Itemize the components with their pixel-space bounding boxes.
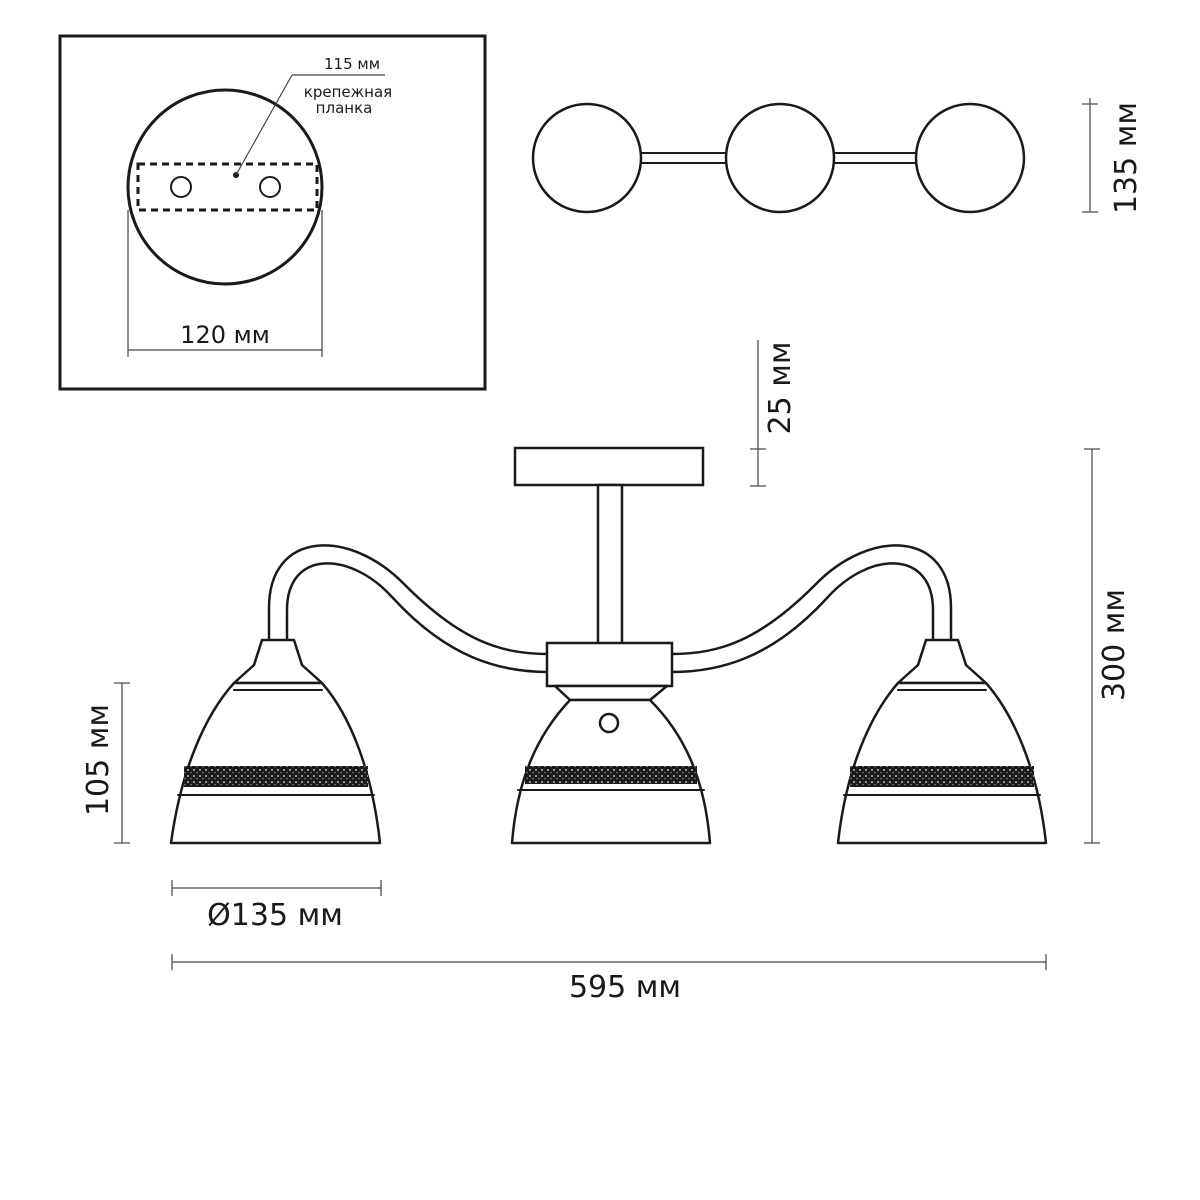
canopy-circle (126, 88, 324, 286)
shade-right-glass (836, 681, 1048, 845)
top-view: 135 мм (531, 98, 1144, 214)
top-arm-right (829, 152, 921, 164)
shade-center-band (525, 766, 697, 784)
shade-right (836, 638, 1048, 845)
mounting-plate (136, 162, 319, 212)
shade-left (169, 638, 382, 845)
bulb-finial (598, 712, 620, 734)
inset-frame (58, 34, 487, 391)
mount-inset: 115 мм крепежная планка 120 мм (58, 34, 487, 391)
shade-right-holder (896, 638, 988, 685)
plate-leader-line (235, 74, 293, 176)
shade-center (510, 684, 712, 845)
shade-diameter-label: Ø135 мм (207, 898, 343, 933)
arm-left (267, 544, 550, 656)
arm-right (670, 544, 953, 656)
shade-left-glass (169, 681, 382, 845)
top-shade-center (724, 102, 836, 214)
top-shade-right (914, 102, 1026, 214)
shade-height-label: 105 мм (81, 704, 116, 816)
plate-hole-left (170, 176, 192, 198)
central-body (545, 641, 674, 688)
shade-right-band (850, 766, 1034, 787)
top-shade-left (531, 102, 643, 214)
total-height-label: 300 мм (1097, 589, 1132, 701)
stem (596, 483, 624, 647)
arm-left-inner (285, 562, 550, 674)
top-arm-left (639, 152, 731, 164)
side-view: 25 мм (81, 340, 1132, 1005)
shade-center-holder (553, 684, 669, 702)
canopy-diameter-label: 120 мм (180, 321, 270, 349)
plate-hole-right (259, 176, 281, 198)
plate-name-line1: крепежная (304, 83, 392, 101)
depth-label: 135 мм (1109, 102, 1144, 214)
arm-right-inner (670, 562, 935, 674)
canopy-height-label: 25 мм (763, 342, 798, 435)
total-width-label: 595 мм (569, 970, 681, 1005)
shade-left-holder (232, 638, 324, 685)
canopy-side (513, 446, 705, 487)
plate-name-line2: планка (316, 99, 373, 117)
shade-left-band (184, 766, 368, 787)
plate-width-label: 115 мм (324, 55, 380, 73)
